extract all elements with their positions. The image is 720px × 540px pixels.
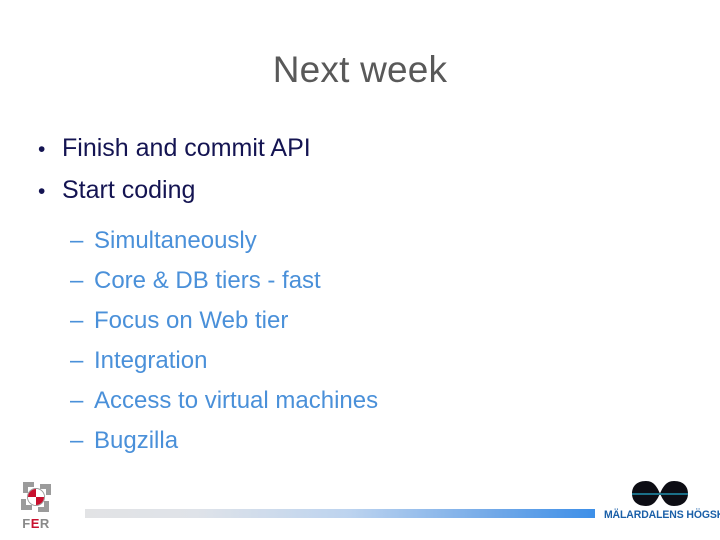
bullet-level1-text: Finish and commit API: [62, 134, 311, 162]
fer-letter-e: E: [30, 516, 40, 531]
fer-letter-r: R: [39, 516, 50, 531]
bullet-level2-text: Focus on Web tier: [94, 307, 289, 334]
bullet-level2-text: Bugzilla: [94, 427, 179, 454]
bullet-dash-icon: –: [70, 347, 84, 374]
mdh-emblem-icon: [632, 480, 688, 507]
bullet-level2-text: Core & DB tiers - fast: [94, 267, 321, 294]
footer-gradient-bar: [85, 509, 595, 518]
page-title: Next week: [272, 49, 448, 90]
fer-emblem-icon: [16, 479, 56, 515]
fer-pinwheel-icon: [21, 482, 51, 512]
bullet-level2-group: – Simultaneously – Core & DB tiers - fas…: [0, 221, 720, 461]
bullet-level1-item: • Start coding: [0, 170, 720, 212]
fer-wordmark: FER: [11, 516, 61, 531]
fer-letter-f: F: [22, 516, 31, 531]
bullet-level2-text: Simultaneously: [94, 227, 257, 254]
bullet-level2-item: – Integration: [0, 341, 720, 381]
bullet-dash-icon: –: [70, 267, 84, 294]
bullet-dash-icon: –: [70, 307, 84, 334]
bullet-dash-icon: –: [70, 427, 84, 454]
bullet-dash-icon: –: [70, 387, 84, 414]
bullet-dot-icon: •: [38, 138, 46, 161]
bullet-level2-text: Access to virtual machines: [94, 387, 379, 414]
fer-logo: FER: [11, 479, 61, 535]
bullet-dash-icon: –: [70, 227, 84, 254]
slide-body: • Finish and commit API • Start coding –…: [0, 128, 720, 461]
malardalens-hogskola-logo: MÄLARDALENS HÖGSKOLA: [601, 480, 720, 532]
mdh-rule-icon: [632, 493, 688, 495]
bullet-level2-item: – Core & DB tiers - fast: [0, 261, 720, 301]
bullet-level1-text: Start coding: [62, 176, 196, 204]
bullet-level1-item: • Finish and commit API: [0, 128, 720, 170]
mdh-wordmark: MÄLARDALENS HÖGSKOLA: [603, 509, 720, 521]
fer-checker-circle-icon: [27, 488, 45, 506]
bullet-level2-item: – Bugzilla: [0, 421, 720, 461]
bullet-level2-item: – Access to virtual machines: [0, 381, 720, 421]
bullet-dot-icon: •: [38, 180, 46, 203]
bullet-level2-item: – Focus on Web tier: [0, 301, 720, 341]
bullet-level2-item: – Simultaneously: [0, 221, 720, 261]
bullet-level2-text: Integration: [94, 347, 208, 374]
